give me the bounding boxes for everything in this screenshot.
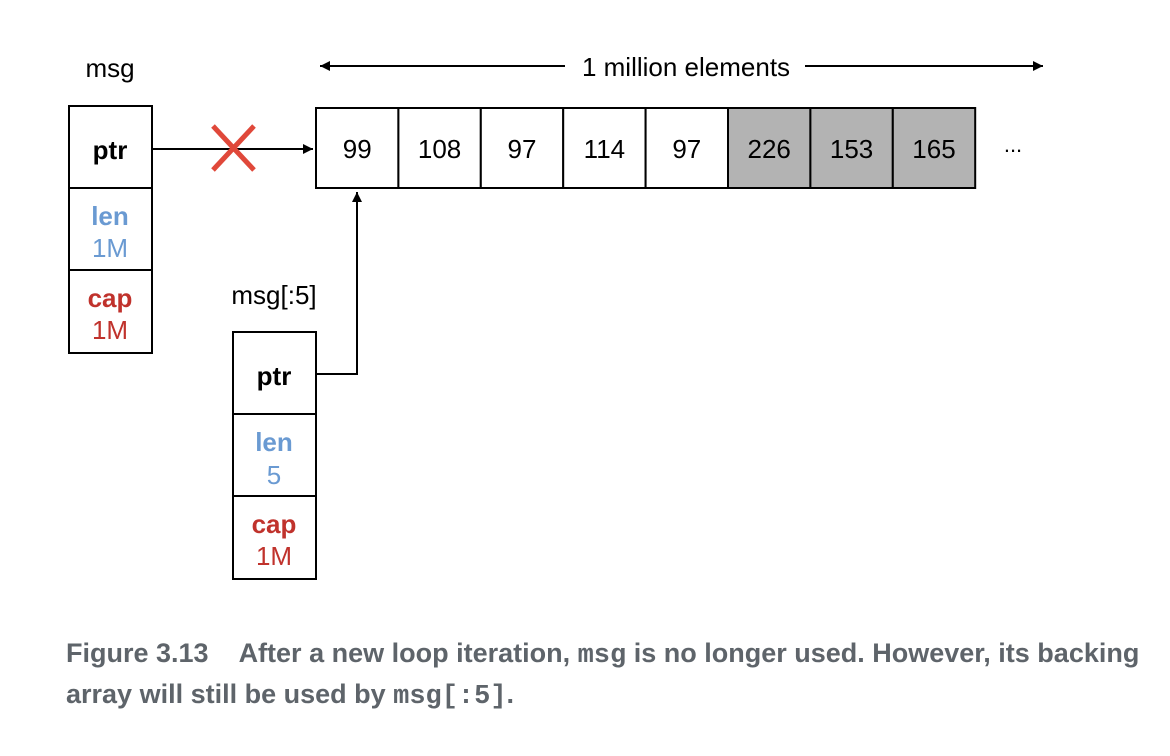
msg-slice-label: msg[:5]: [231, 280, 316, 310]
figure-number: Figure 3.13: [66, 638, 209, 668]
array-cell-0: [315, 107, 400, 189]
array-cell-value: 226: [748, 134, 791, 164]
array-cell-4: [644, 107, 729, 189]
backing-array-diagram: msg ptr len 1M cap 1M 1 million elements…: [68, 52, 1043, 580]
array-cell-value: 97: [508, 134, 537, 164]
caption-code-msg: msg: [577, 641, 627, 671]
figure-caption: Figure 3.13 After a new loop iteration, m…: [66, 634, 1146, 716]
subslice-len-label: len: [255, 427, 293, 457]
subslice-ptr-label: ptr: [257, 361, 292, 391]
caption-text-1: After a new loop iteration,: [238, 638, 578, 668]
subslice-ptr-arrow: [316, 192, 362, 375]
array-cell-3: [562, 107, 647, 189]
array-cell-value: 153: [830, 134, 873, 164]
subslice-cap-value: 1M: [256, 541, 292, 571]
caption-code-subslice: msg[:5]: [393, 682, 507, 712]
array-ellipsis: ...: [1004, 132, 1022, 157]
array-cell-value: 114: [584, 134, 625, 164]
array-cell-1: [397, 107, 482, 189]
msg-len-label: len: [91, 201, 129, 231]
caption-text-3: .: [506, 679, 515, 709]
array-cell-value: 108: [418, 134, 461, 164]
array-cell-value: 99: [343, 134, 372, 164]
array-cell-value: 165: [912, 134, 955, 164]
array-cell-7: [891, 107, 977, 189]
caption-text-2: is no longer used. However, its backing …: [66, 638, 1140, 709]
cross-icon: [211, 124, 256, 172]
msg-cap-value: 1M: [92, 315, 128, 345]
msg-len-value: 1M: [92, 233, 128, 263]
array-cell-value: 97: [672, 134, 701, 164]
span-label: 1 million elements: [582, 52, 790, 82]
subslice-cap-label: cap: [252, 509, 297, 539]
msg-slice-header: ptr len 1M cap 1M: [68, 105, 153, 354]
msg-label: msg: [85, 53, 134, 83]
msg-ptr-label: ptr: [93, 135, 128, 165]
subslice-len-value: 5: [267, 460, 281, 490]
backing-array: 99 108 97 114 97 226 153 165: [315, 107, 977, 189]
array-cell-2: [479, 107, 565, 189]
msg-cap-label: cap: [88, 283, 133, 313]
subslice-header: ptr len 5 cap 1M: [232, 331, 317, 580]
